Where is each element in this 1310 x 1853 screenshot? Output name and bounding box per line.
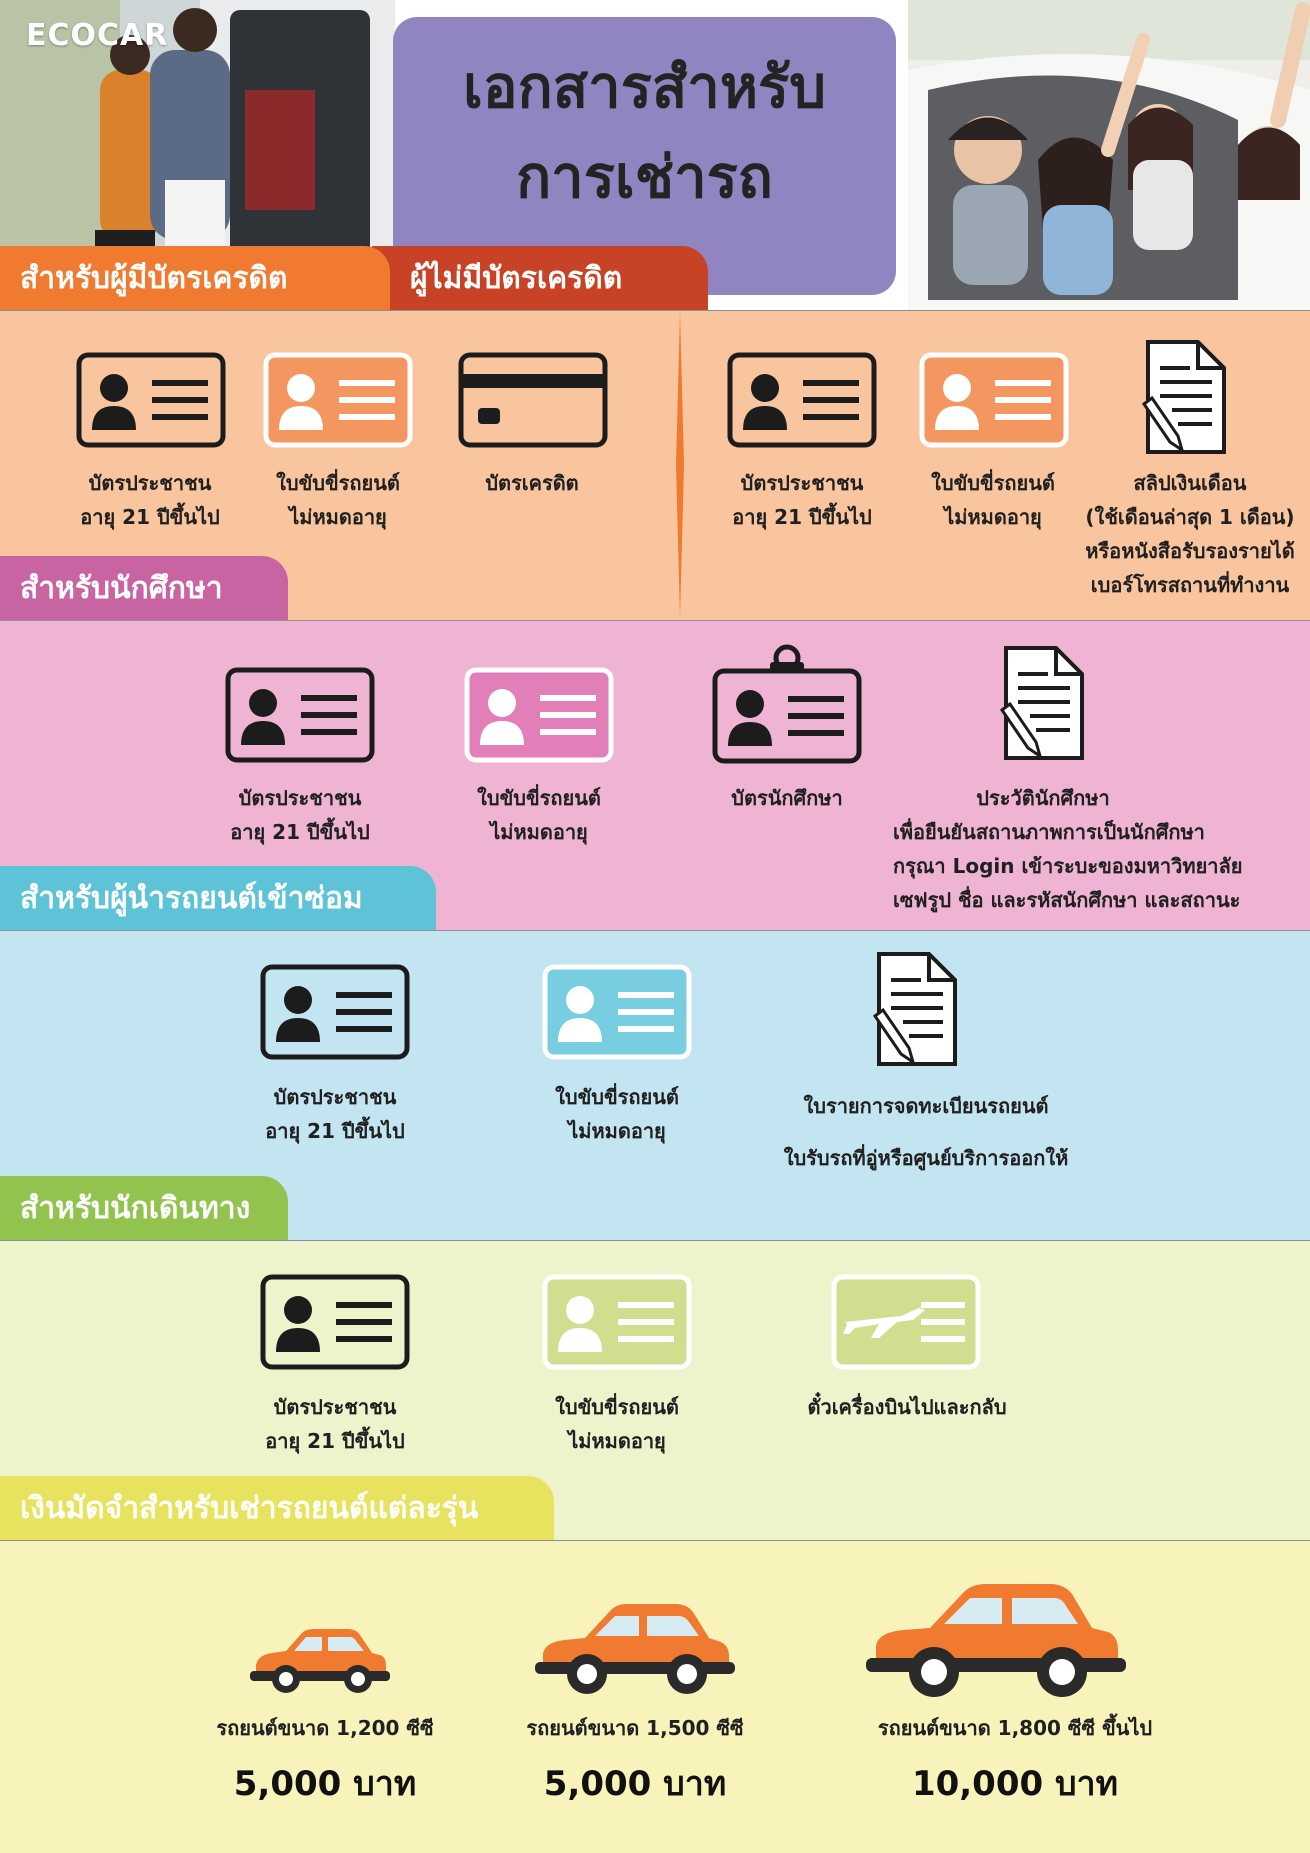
section-divider xyxy=(676,312,684,618)
caption-traveler-ticket: ตั๋วเครื่องบินไปและกลับ xyxy=(807,1395,1007,1419)
deposit-price: 10,000 บาท xyxy=(911,1764,1119,1804)
caption-credit-license: ใบขับขี่รถยนต์ ไม่หมดอายุ xyxy=(276,471,400,529)
caption-nocredit-id: บัตรประชาชน อายุ 21 ปีขึ้นไป xyxy=(732,471,872,529)
caption-traveler-license: ใบขับขี่รถยนต์ ไม่หมดอายุ xyxy=(555,1395,679,1453)
page-title-line-2: การเช่ารถ xyxy=(516,143,773,211)
caption-repair-license: ใบขับขี่รถยนต์ ไม่หมดอายุ xyxy=(555,1085,679,1143)
tab-repair: สำหรับผู้นำรถยนต์เข้าซ่อม xyxy=(0,866,436,930)
tab-credit-card: สำหรับผู้มีบัตรเครดิต xyxy=(0,246,390,310)
car-size-label: รถยนต์ขนาด 1,200 ซีซี xyxy=(216,1716,434,1740)
section-deposit xyxy=(0,1540,1310,1853)
caption-nocredit-salary: สลิปเงินเดือน (ใช้เดือนล่าสุด 1 เดือน) ห… xyxy=(1085,471,1295,597)
caption-traveler-id: บัตรประชาชน อายุ 21 ปีขึ้นไป xyxy=(265,1395,405,1453)
airplane-ticket-icon xyxy=(831,1274,981,1370)
deposit-price: 5,000 บาท xyxy=(233,1764,417,1804)
caption-student-license: ใบขับขี่รถยนต์ ไม่หมดอายุ xyxy=(477,786,601,844)
driver-license-icon xyxy=(464,667,614,763)
caption-student-card: บัตรนักศึกษา xyxy=(731,786,843,810)
car-icon xyxy=(866,1580,1126,1698)
car-icon xyxy=(250,1625,390,1695)
driver-license-icon xyxy=(542,964,692,1060)
page-title-line-1: เอกสารสำหรับ xyxy=(462,53,827,121)
ecocar-logo: ECOCAR xyxy=(26,18,169,53)
document-icon xyxy=(1000,644,1086,762)
tab-student: สำหรับนักศึกษา xyxy=(0,556,288,620)
caption-student-record: ประวัตินักศึกษา เพื่อยืนยันสถานภาพการเป็… xyxy=(893,786,1243,912)
caption-repair-id: บัตรประชาชน อายุ 21 ปีขึ้นไป xyxy=(265,1085,405,1143)
id-card-icon xyxy=(260,964,410,1060)
car-size-label: รถยนต์ขนาด 1,800 ซีซี ขึ้นไป xyxy=(877,1716,1153,1740)
caption-nocredit-license: ใบขับขี่รถยนต์ ไม่หมดอายุ xyxy=(931,471,1055,529)
student-card-icon xyxy=(712,644,862,764)
id-card-icon xyxy=(727,352,877,448)
driver-license-icon xyxy=(542,1274,692,1370)
deposit-price: 5,000 บาท xyxy=(543,1764,727,1804)
id-card-icon xyxy=(76,352,226,448)
tab-no-credit-card: ผู้ไม่มีบัตรเครดิต xyxy=(372,246,708,310)
caption-repair-docs: ใบรายการจดทะเบียนรถยนต์ ใบรับรถที่อู่หรื… xyxy=(783,1094,1069,1170)
credit-card-icon xyxy=(458,352,608,448)
caption-credit-id: บัตรประชาชน อายุ 21 ปีขึ้นไป xyxy=(80,471,220,529)
caption-student-id: บัตรประชาชน อายุ 21 ปีขึ้นไป xyxy=(230,786,370,844)
document-icon xyxy=(1142,338,1228,456)
caption-credit-card: บัตรเครดิต xyxy=(485,471,579,495)
tab-deposit: เงินมัดจำสำหรับเช่ารถยนต์แต่ละรุ่น xyxy=(0,1476,554,1540)
car-icon xyxy=(535,1600,735,1696)
tab-traveler: สำหรับนักเดินทาง xyxy=(0,1176,288,1240)
car-size-label: รถยนต์ขนาด 1,500 ซีซี xyxy=(526,1716,744,1740)
driver-license-icon xyxy=(263,352,413,448)
document-icon xyxy=(873,950,959,1068)
photo-friends-car xyxy=(908,0,1310,310)
driver-license-icon xyxy=(919,352,1069,448)
id-card-icon xyxy=(260,1274,410,1370)
id-card-icon xyxy=(225,667,375,763)
